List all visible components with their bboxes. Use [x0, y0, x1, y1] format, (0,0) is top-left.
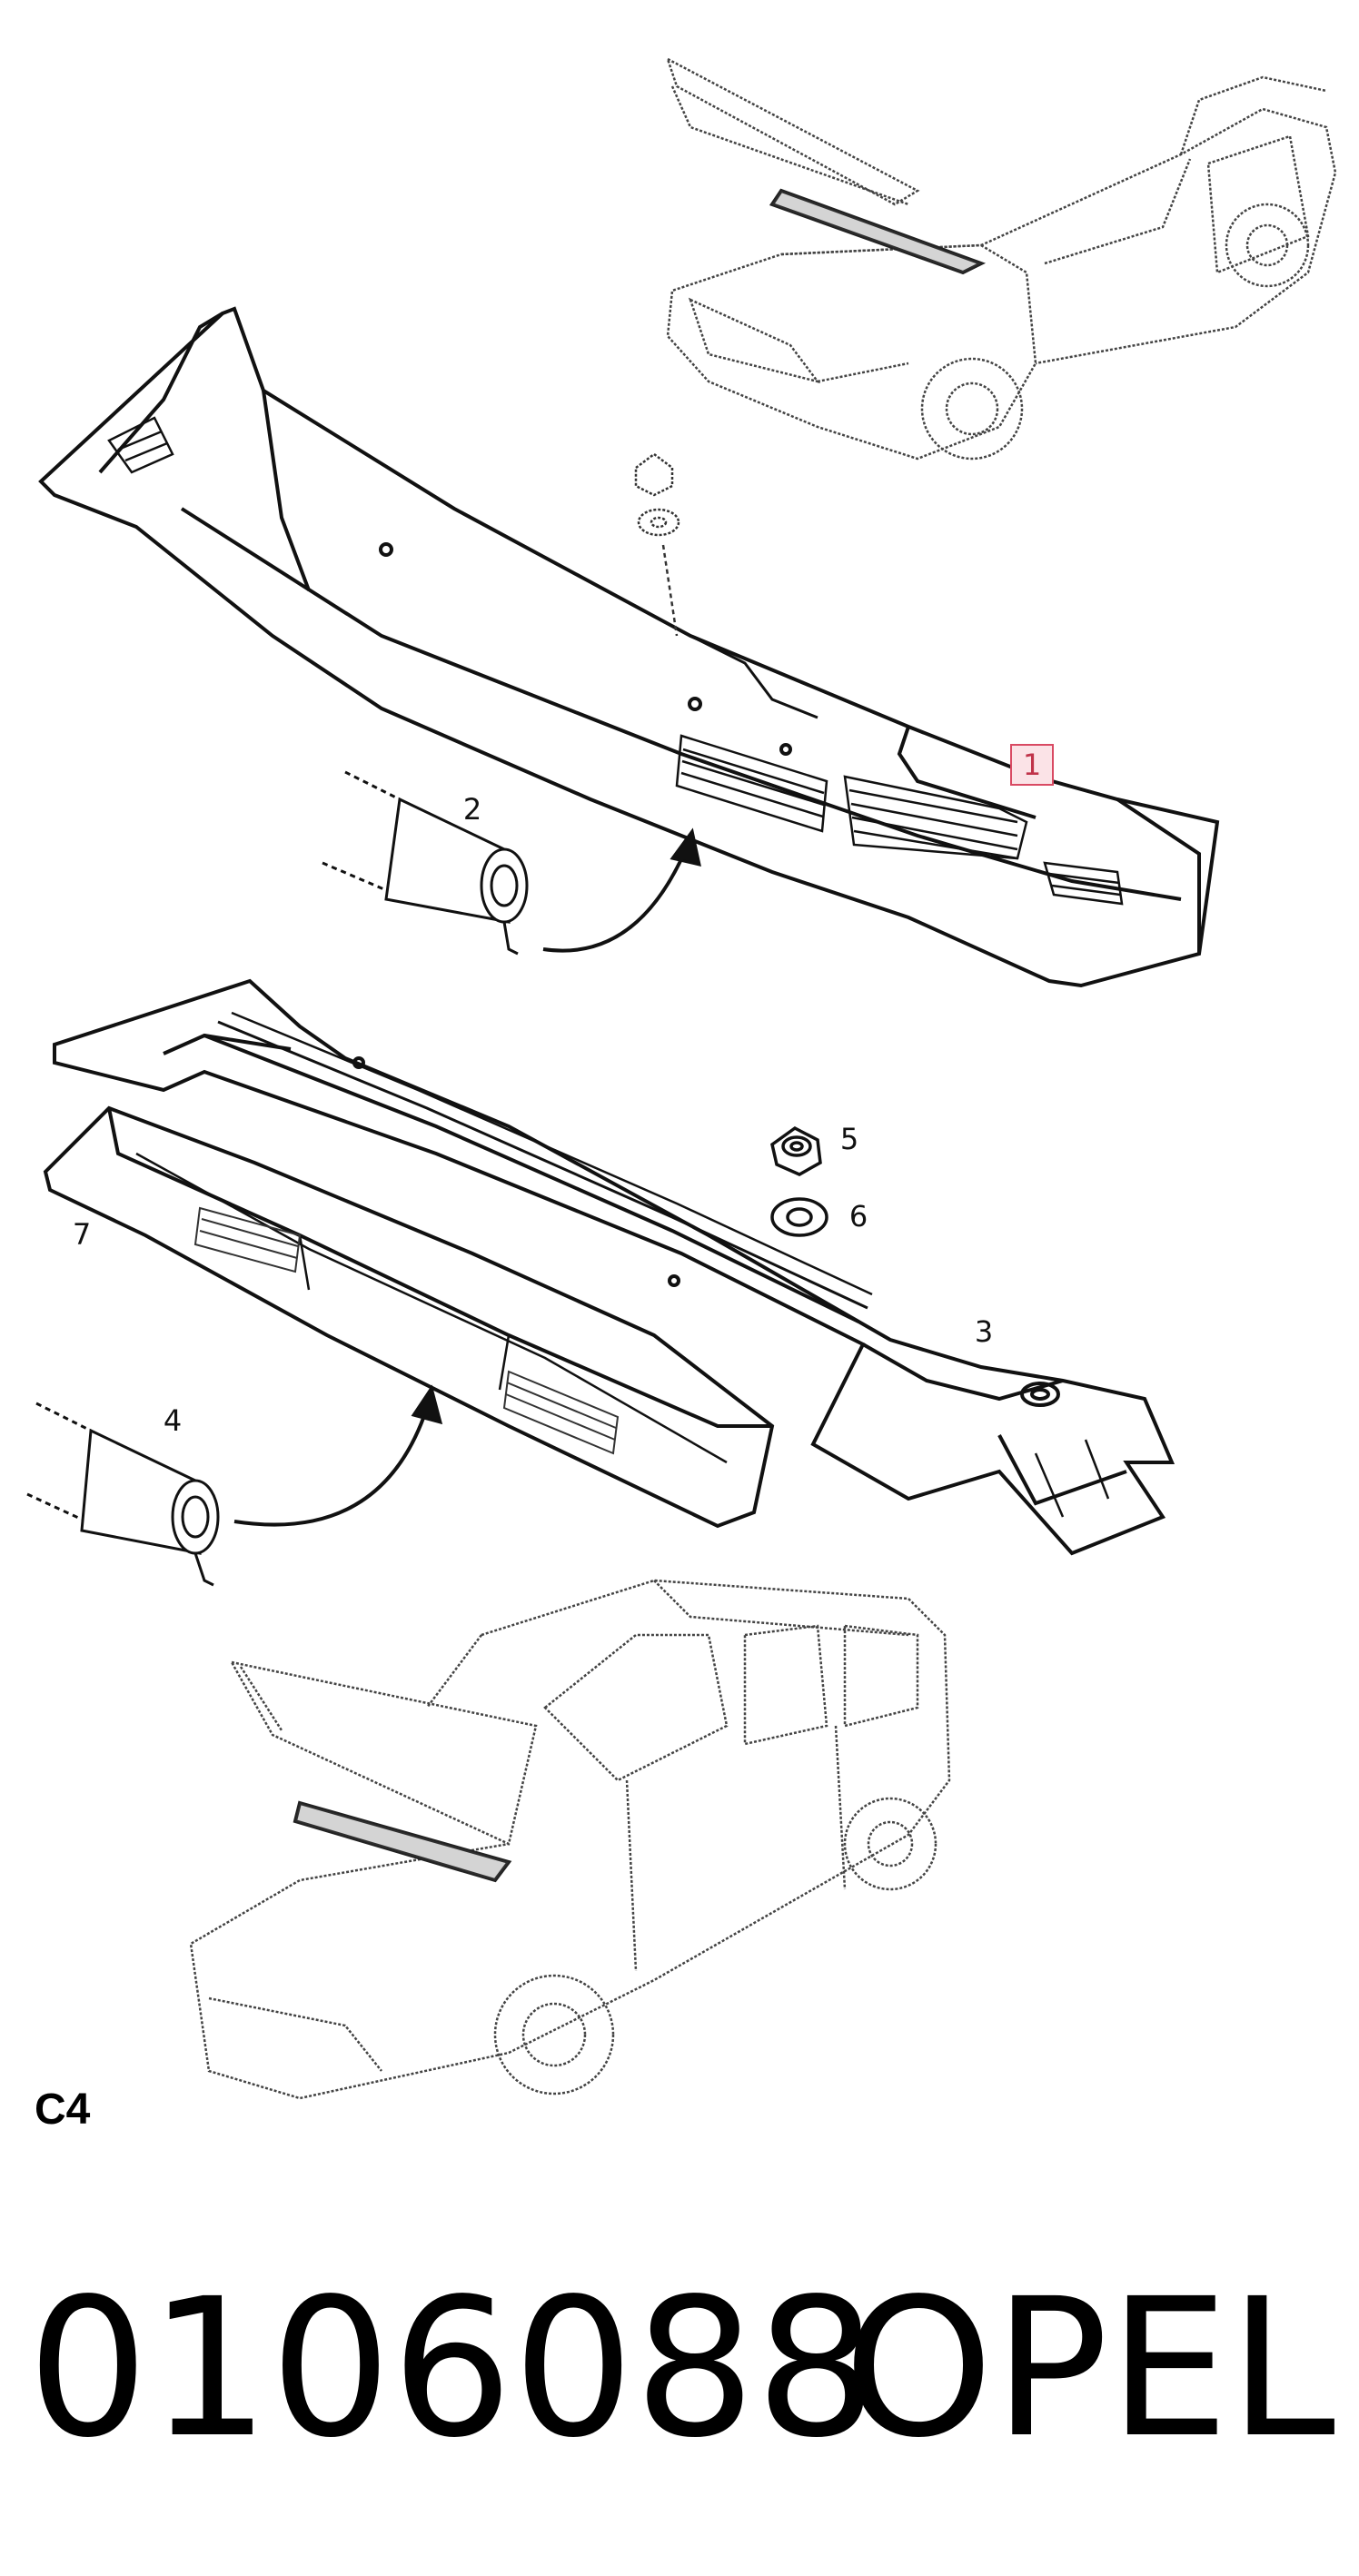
- part-7-label: 7: [73, 1217, 91, 1252]
- part-2-seal-strip: [322, 770, 701, 956]
- part-4-arrow: [233, 1407, 429, 1527]
- part-4-seal-strip: [26, 1384, 443, 1587]
- part-5-label: 5: [840, 1122, 858, 1156]
- part-6-washer: [770, 1197, 828, 1237]
- part-number: 0106088: [27, 2257, 877, 2480]
- part-6-label: 6: [849, 1199, 868, 1234]
- part-1-cowl-panel: [38, 306, 1220, 988]
- car-hatchback-illustration: [665, 56, 1337, 461]
- part-2-arrow: [542, 848, 688, 953]
- part-2-label: 2: [463, 792, 481, 827]
- part-1-vent-grille-left: [675, 734, 828, 833]
- part-5-nut: [770, 1125, 822, 1176]
- part-7-trim-panel: [43, 1105, 775, 1529]
- part-1-fasteners: [634, 452, 680, 637]
- brand-name: OPEL: [843, 2257, 1335, 2480]
- part-7-grille-left: [193, 1206, 302, 1273]
- part-1-vent-small-left: [107, 416, 174, 474]
- part-4-label: 4: [164, 1403, 182, 1438]
- part-1-highlight-box: [1010, 744, 1054, 786]
- part-3-label: 3: [975, 1314, 993, 1349]
- car-mpv-illustration: [189, 1579, 951, 2100]
- section-code: C4: [35, 2086, 91, 2134]
- part-1-label: 1: [1023, 748, 1041, 782]
- part-1-vent-grille-right: [843, 775, 1028, 860]
- part-7-grille-right: [502, 1370, 620, 1455]
- part-1-vent-small-right: [1043, 861, 1124, 906]
- part-3-plenum-panel: [53, 978, 1175, 1556]
